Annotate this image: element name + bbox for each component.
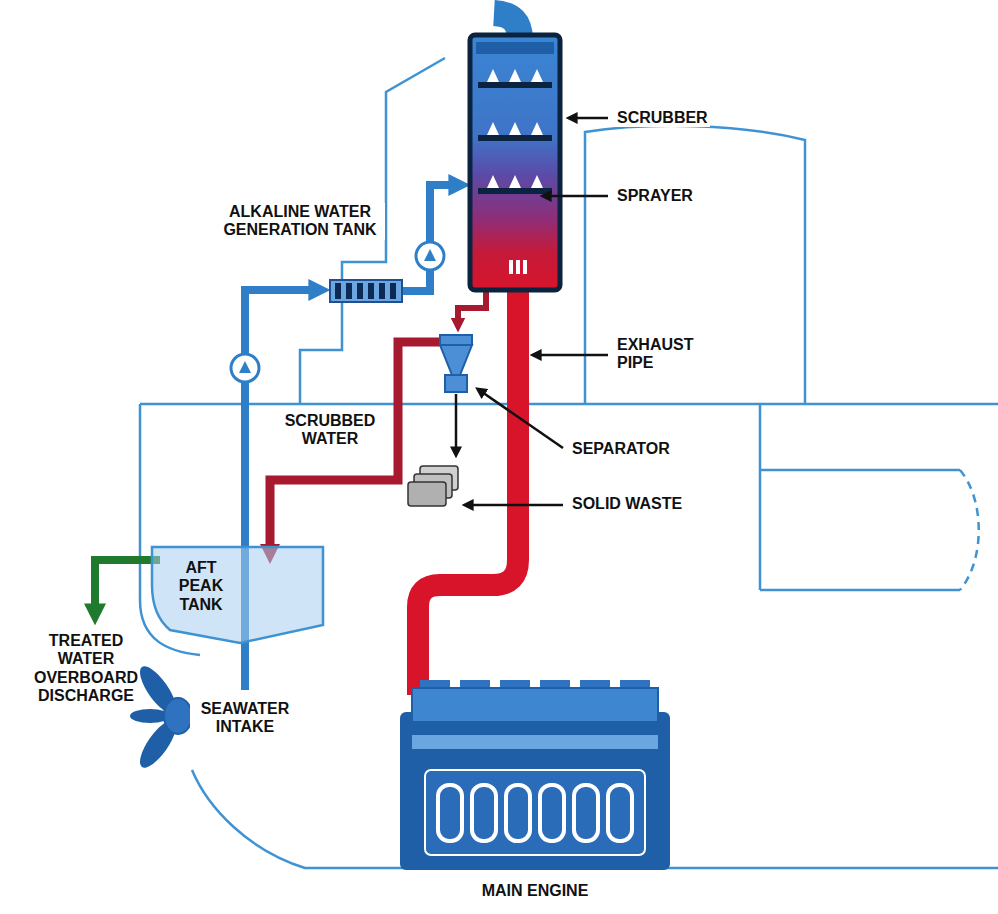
- alkaline-tank: [335, 283, 341, 299]
- tank-node: AFT PEAK TANK: [150, 545, 325, 645]
- tank-label: AFT PEAK TANK: [172, 559, 230, 614]
- scrubber-tower: [516, 260, 520, 274]
- callout-label: SOLID WASTE: [570, 495, 684, 513]
- pump-symbol: [231, 242, 444, 382]
- main-engine: [400, 680, 670, 870]
- main-engine: [472, 785, 496, 841]
- callout-label: SPRAYER: [615, 187, 695, 205]
- pump-symbol: [231, 354, 259, 382]
- pump-symbol: [416, 242, 444, 270]
- hull-outline: [192, 770, 998, 868]
- scrubber-tower: [523, 260, 527, 274]
- scrubbed-water-pipe: [458, 292, 486, 322]
- main-engine: [506, 785, 530, 841]
- main-engine: [400, 712, 670, 870]
- alkaline-tank: [330, 280, 402, 302]
- separator-unit: [445, 375, 467, 392]
- callout-label: ALKALINE WATER GENERATION TANK: [215, 203, 385, 240]
- scrubber-tower: [470, 35, 560, 290]
- leader-arrow: [574, 117, 608, 120]
- alkaline-tank: [357, 283, 363, 299]
- hull-outline: [140, 58, 998, 868]
- alkaline-tank: [346, 283, 352, 299]
- discharge-pipe: [95, 560, 160, 610]
- alkaline-tank: [330, 280, 402, 302]
- scrubber-tower: [487, 122, 543, 135]
- main-engine: [608, 785, 632, 841]
- scrubber-tower: [478, 135, 552, 141]
- alkaline-tank: [368, 283, 374, 299]
- main-engine: [412, 688, 658, 722]
- scrubber-tower: [478, 82, 552, 88]
- solid-waste-icon: [408, 482, 446, 506]
- tank-outline: [150, 545, 325, 645]
- callout-label: MAIN ENGINE: [435, 882, 635, 900]
- separator-unit: [440, 345, 472, 375]
- main-engine: [540, 785, 564, 841]
- callout-label: SCRUBBED WATER: [275, 412, 385, 449]
- callout-label: EXHAUST PIPE: [615, 336, 715, 373]
- tank-outline: [152, 547, 323, 643]
- alkaline-tank: [379, 283, 385, 299]
- seawater-pipe: [402, 185, 455, 291]
- scrubber-tower: [487, 69, 543, 82]
- leader-arrow: [482, 392, 563, 448]
- main-engine: [412, 735, 658, 749]
- main-engine: [438, 785, 462, 841]
- scrubber-tower: [478, 188, 552, 194]
- propeller: [164, 698, 192, 734]
- leader-arrow: [470, 504, 563, 507]
- separator-unit: [440, 335, 472, 392]
- scrubber-tower: [476, 42, 554, 54]
- scrubber-tower: [470, 35, 560, 290]
- callout-label: SEPARATOR: [570, 440, 672, 458]
- separator-unit: [440, 335, 472, 345]
- scrubber-tower: [487, 175, 543, 188]
- hull-outline: [585, 126, 805, 404]
- main-engine: [425, 770, 645, 855]
- callout-label: TREATED WATER OVERBOARD DISCHARGE: [32, 632, 140, 706]
- solid-waste-icon: [408, 466, 458, 506]
- hull-outline: [960, 470, 979, 590]
- hull-outline: [760, 404, 960, 590]
- scrubbed-water-pipe: [270, 342, 440, 550]
- pump-symbol: [239, 361, 251, 373]
- scrubbed-water-pipe: [270, 292, 486, 550]
- alkaline-tank: [390, 283, 396, 299]
- leader-arrow: [548, 195, 608, 198]
- leader-arrow: [455, 394, 458, 450]
- pump-symbol: [424, 249, 436, 261]
- leader-arrow: [538, 354, 608, 357]
- discharge-pipe: [95, 560, 160, 610]
- hull-outline: [140, 403, 998, 406]
- main-engine: [574, 785, 598, 841]
- scrubber-tower: [509, 260, 513, 274]
- callout-label: SCRUBBER: [615, 109, 710, 127]
- callout-label: SEAWATER INTAKE: [190, 700, 300, 737]
